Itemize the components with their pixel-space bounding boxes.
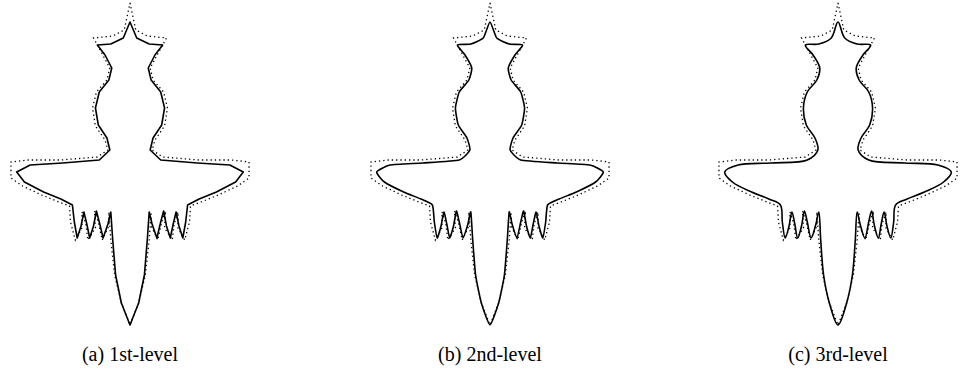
reference-outline <box>719 3 957 325</box>
subfigure-caption: (c) 3rd-level <box>788 343 887 366</box>
subfigure-caption: (b) 2nd-level <box>438 343 542 366</box>
subfigure-caption: (a) 1st-level <box>82 343 178 366</box>
shape-panel <box>719 3 957 325</box>
approximation-outline <box>377 22 604 325</box>
reference-outline <box>11 3 249 325</box>
shape-panel <box>371 3 609 325</box>
reference-outline <box>371 3 609 325</box>
shape-panel <box>11 3 249 325</box>
approximation-outline <box>725 22 952 325</box>
approximation-outline <box>17 22 244 325</box>
